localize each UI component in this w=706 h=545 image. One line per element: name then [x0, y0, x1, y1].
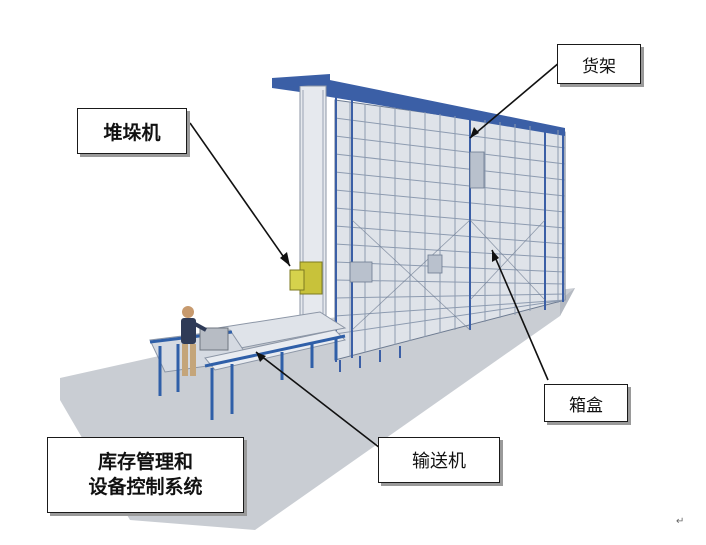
operator-figure — [181, 306, 207, 376]
label-control-line1: 库存管理和 — [97, 451, 193, 474]
label-bin-text: 箱盒 — [569, 395, 603, 416]
label-control-line2: 设备控制系统 — [88, 476, 203, 498]
leader-lines — [189, 61, 561, 449]
label-bin: 箱盒 — [544, 384, 628, 422]
stacker-crane — [272, 74, 330, 323]
label-stacker: 堆垛机 — [77, 108, 187, 154]
label-control-system: 库存管理和 设备控制系统 — [47, 437, 244, 513]
label-shelf-text: 货架 — [582, 56, 616, 77]
label-conveyor-text: 输送机 — [412, 451, 466, 472]
conveyor — [149, 311, 347, 420]
label-conveyor: 输送机 — [378, 437, 500, 483]
return-mark: ↵ — [676, 516, 685, 527]
label-stacker-text: 堆垛机 — [103, 121, 161, 144]
storage-rack — [272, 76, 566, 372]
label-shelf: 货架 — [557, 44, 641, 84]
